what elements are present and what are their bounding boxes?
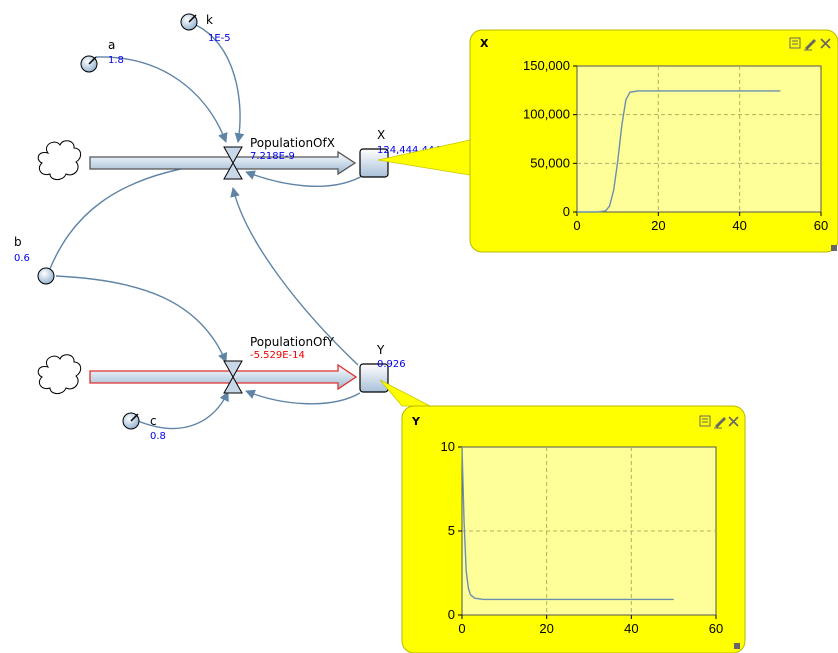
flow-x-name: PopulationOfX bbox=[250, 136, 335, 150]
cloud-icon bbox=[37, 140, 82, 181]
resize-handle[interactable] bbox=[831, 245, 837, 251]
graph-panel-y-title: Y bbox=[411, 415, 421, 428]
link-stocky-to-flow-y[interactable] bbox=[245, 389, 361, 405]
stock-y-name: Y bbox=[376, 343, 385, 357]
converter-k[interactable] bbox=[180, 13, 198, 31]
converter-c-value: 0.8 bbox=[150, 431, 166, 442]
series-line bbox=[577, 90, 781, 213]
x-tick-label: 40 bbox=[624, 621, 638, 636]
y-tick-label: 100,000 bbox=[523, 107, 570, 122]
graph-panel-x[interactable]: X 0 20 40 60 0 50,000 100,000 150,000 bbox=[469, 29, 838, 253]
graph-panel-x-title: X bbox=[480, 37, 489, 50]
link-k-to-flow-x[interactable] bbox=[195, 24, 245, 143]
flow-x-value: 7.218E-9 bbox=[250, 151, 295, 162]
valve-icon[interactable] bbox=[223, 146, 243, 180]
edit-icon[interactable] bbox=[804, 39, 816, 51]
y-tick-label: 150,000 bbox=[523, 58, 570, 73]
flow-pipe-x[interactable] bbox=[89, 150, 357, 176]
close-icon[interactable] bbox=[728, 416, 739, 427]
links bbox=[48, 24, 365, 430]
converter-b-value: 0.6 bbox=[14, 253, 30, 264]
flow-pipe-y[interactable] bbox=[89, 363, 358, 391]
flow-y-name: PopulationOfY bbox=[250, 335, 335, 349]
y-tick-label: 0 bbox=[563, 204, 570, 219]
stock-x-value: 124,444.444 bbox=[377, 145, 441, 156]
y-tick-label: 0 bbox=[448, 607, 455, 622]
cloud-icon bbox=[37, 354, 82, 395]
stock-x[interactable] bbox=[359, 148, 389, 178]
x-tick-label: 20 bbox=[539, 621, 553, 636]
valve-icon[interactable] bbox=[223, 360, 243, 394]
properties-icon[interactable] bbox=[789, 37, 801, 49]
link-a-to-flow-x[interactable] bbox=[95, 56, 228, 143]
y-tick-label: 50,000 bbox=[530, 155, 570, 170]
series-line bbox=[461, 446, 674, 601]
link-stocky-to-flow-x[interactable] bbox=[230, 187, 359, 366]
link-c-to-flow-y[interactable] bbox=[137, 391, 229, 430]
converter-b[interactable] bbox=[37, 267, 55, 285]
x-tick-label: 60 bbox=[709, 621, 723, 636]
converter-k-name: k bbox=[206, 13, 213, 27]
x-tick-label: 60 bbox=[814, 218, 828, 233]
x-tick-label: 20 bbox=[651, 218, 665, 233]
x-tick-label: 0 bbox=[573, 218, 580, 233]
close-icon[interactable] bbox=[820, 38, 831, 49]
converter-k-value: 1E-5 bbox=[208, 33, 231, 44]
y-tick-label: 10 bbox=[441, 439, 455, 454]
resize-handle[interactable] bbox=[734, 643, 740, 649]
flow-y-value: -5.529E-14 bbox=[250, 350, 305, 361]
link-b-to-flow-y[interactable] bbox=[55, 275, 228, 363]
x-tick-label: 40 bbox=[732, 218, 746, 233]
graph-panel-y[interactable]: Y 0 20 40 60 0 5 10 bbox=[401, 405, 746, 653]
converter-a-name: a bbox=[108, 38, 115, 52]
x-tick-label: 0 bbox=[458, 621, 465, 636]
converter-a-value: 1.8 bbox=[108, 55, 124, 66]
panel-y-pointer bbox=[379, 379, 431, 407]
converter-a[interactable] bbox=[80, 55, 98, 73]
edit-icon[interactable] bbox=[714, 417, 726, 429]
converter-c-name: c bbox=[150, 414, 157, 428]
properties-icon[interactable] bbox=[699, 415, 711, 427]
stock-x-name: X bbox=[377, 128, 385, 142]
stock-y-value: 0.926 bbox=[377, 359, 406, 370]
converter-b-name: b bbox=[14, 235, 22, 249]
link-stockx-to-flow-x[interactable] bbox=[245, 170, 365, 188]
stock-y[interactable] bbox=[359, 363, 389, 393]
link-b-to-flow-x[interactable] bbox=[48, 159, 219, 272]
y-tick-label: 5 bbox=[448, 523, 455, 538]
converter-c[interactable] bbox=[122, 412, 140, 430]
